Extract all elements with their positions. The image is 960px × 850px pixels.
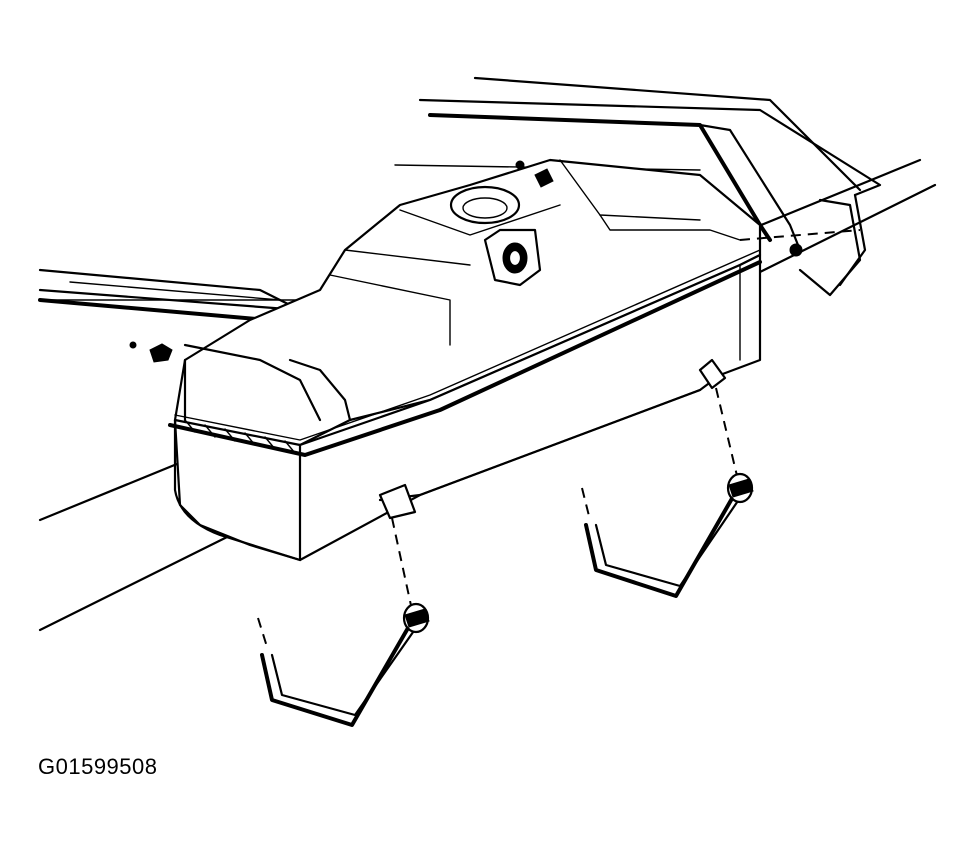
left-fuel-tank-strap	[260, 602, 430, 727]
strap-brackets	[378, 358, 727, 520]
alignment-lines	[257, 229, 861, 651]
fuel-tank	[129, 158, 762, 562]
right-fuel-tank-strap	[584, 472, 754, 598]
right-crossmember	[418, 76, 882, 297]
figure-code: G01599508	[38, 754, 158, 779]
